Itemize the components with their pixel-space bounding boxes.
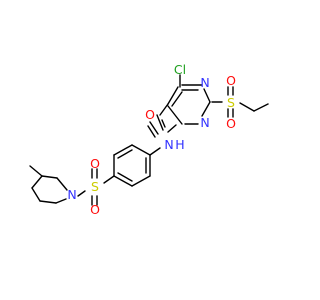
bond — [167, 86, 179, 105]
background — [0, 0, 300, 300]
bond — [117, 172, 133, 182]
bonds — [29, 74, 269, 206]
amide-oxygen-label: O — [145, 107, 155, 122]
bond — [77, 190, 86, 197]
bond — [149, 121, 159, 135]
atom-labels: Cl O N N S O O N H S O O N — [67, 62, 236, 217]
bond — [149, 147, 161, 156]
bond — [31, 187, 41, 202]
sulfonyl-oxygen-label: O — [90, 202, 100, 217]
bond — [147, 125, 156, 138]
bond — [103, 175, 115, 184]
bond — [113, 144, 133, 156]
bond — [55, 198, 67, 204]
bond — [31, 175, 43, 189]
bond — [41, 175, 58, 179]
bond — [113, 175, 133, 187]
sulfur-label: S — [227, 95, 235, 110]
chlorine-label: Cl — [174, 62, 186, 77]
bond — [171, 91, 183, 107]
sulfonyl-oxygen-label: O — [90, 156, 100, 171]
sulfur-label: S — [91, 179, 99, 194]
bond — [159, 103, 169, 116]
bond — [201, 101, 211, 117]
amide-hydrogen-label: H — [175, 137, 184, 152]
structure-svg: Cl O N N S O O N H S O O N — [0, 0, 300, 300]
bond — [117, 149, 133, 159]
bond — [29, 165, 43, 177]
bond — [161, 119, 166, 128]
pyrimidine-nitrogen-label: N — [200, 115, 209, 130]
bond — [167, 105, 183, 125]
bond — [39, 200, 57, 204]
sulfonyl-oxygen-label: O — [226, 73, 236, 88]
bond — [203, 88, 211, 103]
bond — [56, 177, 68, 191]
amide-nitrogen-label: N — [164, 137, 173, 152]
bond — [131, 175, 151, 187]
bond — [156, 114, 164, 131]
bond — [253, 103, 269, 112]
pyrimidine-nitrogen-label: N — [200, 75, 209, 90]
bond — [239, 102, 255, 112]
bond — [167, 124, 177, 133]
bond — [131, 144, 151, 156]
sulfonyl-oxygen-label: O — [226, 116, 236, 131]
molecule-diagram: Cl O N N S O O N H S O O N — [0, 0, 300, 300]
piperidine-nitrogen-label: N — [67, 187, 76, 202]
